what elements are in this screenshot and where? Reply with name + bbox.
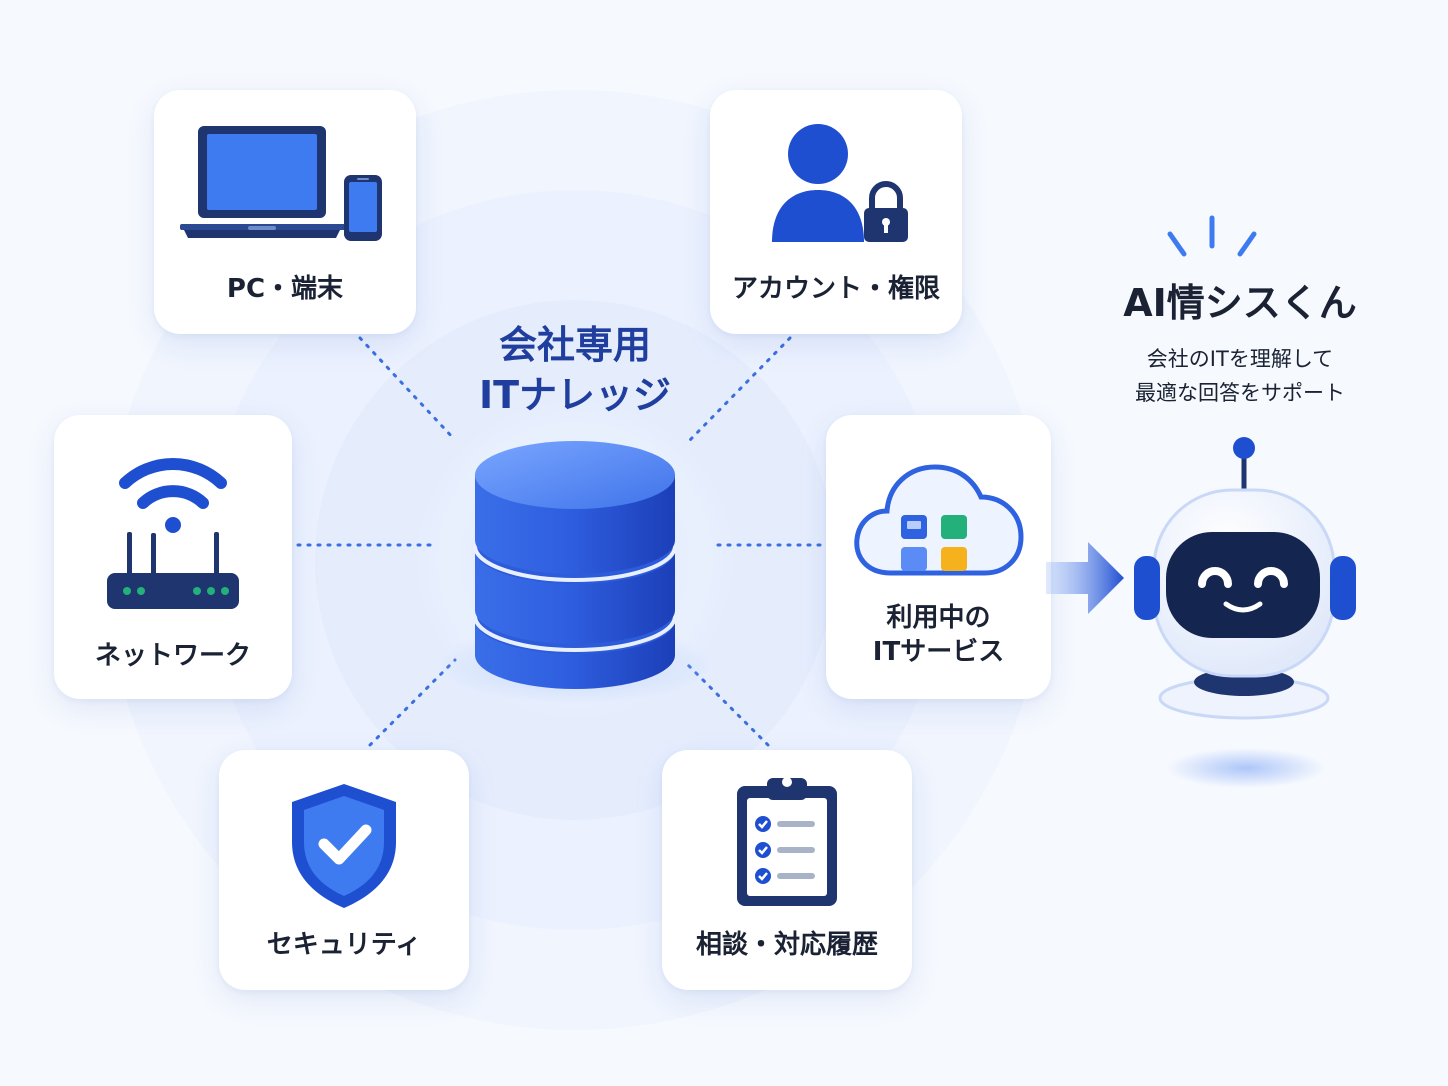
category-card-security[interactable]: セキュリティ xyxy=(219,750,469,990)
category-card-network[interactable]: ネットワーク xyxy=(54,415,292,699)
assistant-description: 会社のITを理解して 最適な回答をサポート xyxy=(1135,347,1345,405)
database-icon xyxy=(440,441,710,705)
category-label-security: セキュリティ xyxy=(266,930,422,960)
category-card-pc[interactable]: PC・端末 xyxy=(154,90,416,334)
category-card-history[interactable]: 相談・対応履歴 xyxy=(662,750,912,990)
signal-rays-icon xyxy=(1167,215,1257,257)
category-label-pc: PC・端末 xyxy=(226,274,344,304)
clipboard-checklist-icon xyxy=(737,777,837,906)
assistant-name: AI情シスくん xyxy=(1123,281,1357,325)
category-card-account[interactable]: アカウント・権限 xyxy=(710,90,962,334)
category-label-services: 利用中の ITサービス xyxy=(872,603,1005,667)
cloud-apps-icon xyxy=(854,464,1024,576)
category-label-history: 相談・対応履歴 xyxy=(695,930,878,960)
wifi-router-icon xyxy=(107,457,239,609)
connector-account xyxy=(688,336,792,442)
user-lock-icon xyxy=(772,124,908,242)
shield-check-icon xyxy=(292,784,396,908)
robot-icon xyxy=(1134,437,1356,788)
laptop-phone-icon xyxy=(180,126,382,241)
connector-pc xyxy=(358,336,457,442)
category-label-network: ネットワーク xyxy=(94,641,251,671)
arrow-right-icon xyxy=(1046,542,1124,614)
category-card-services[interactable]: 利用中の ITサービス xyxy=(826,415,1051,699)
category-label-account: アカウント・権限 xyxy=(731,274,940,304)
connector-history xyxy=(686,663,770,747)
knowledge-title: 会社専用 ITナレッジ xyxy=(478,323,672,417)
